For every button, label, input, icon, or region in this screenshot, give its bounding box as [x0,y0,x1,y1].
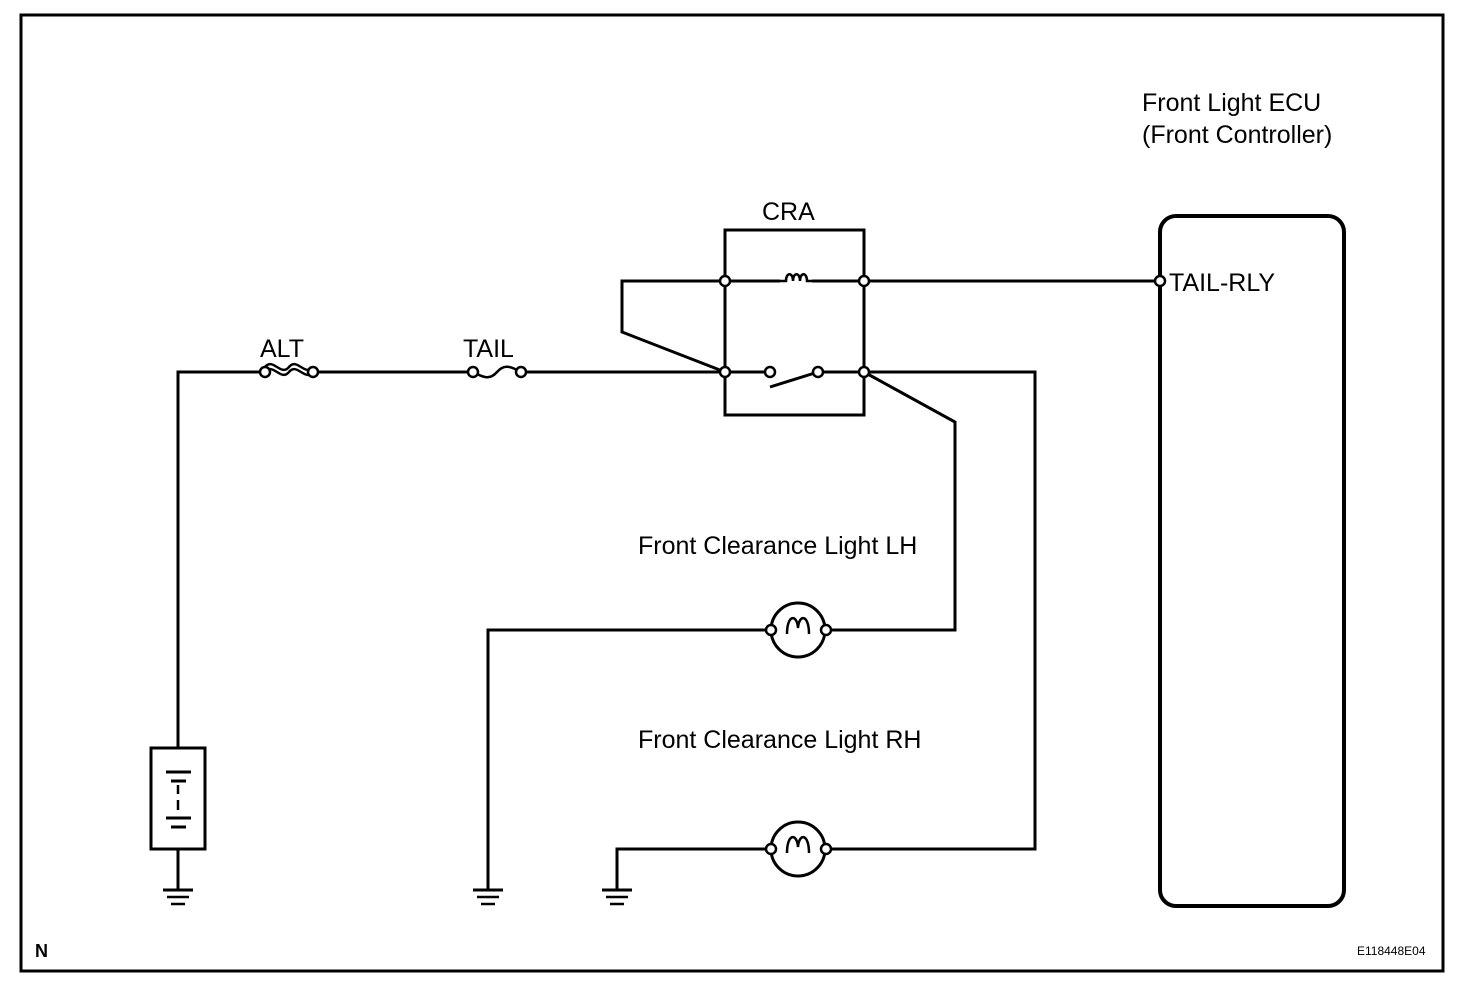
terminal-alt-in [258,365,272,379]
terminal-rh-b [819,842,833,856]
relay-switch-contact [769,370,819,389]
terminal-lh-a [764,623,778,637]
terminal-tail-in [466,365,480,379]
rh-light-label: Front Clearance Light RH [638,726,921,754]
figure-code: E118448E04 [1357,944,1426,958]
battery-icon [149,746,207,851]
lh-bulb-icon [769,601,827,659]
alt-fusible-link-icon [264,367,314,377]
relay-label: CRA [762,198,815,226]
wire-rh-ground [615,847,771,890]
ground-icon-battery [163,888,193,906]
terminal-switch-contact-b [811,365,825,379]
terminal-lh-b [819,623,833,637]
wire-to-rh [826,370,1037,851]
wire-to-lh [826,370,957,632]
terminal-rh-a [764,842,778,856]
ecu-box [1158,214,1346,908]
terminal-ecu-tail-rly [1153,274,1167,288]
tail-fuse-label: TAIL [463,335,514,363]
alt-fuse-label: ALT [260,335,304,363]
diagram-frame [19,13,1445,973]
ecu-title-line2: (Front Controller) [1142,121,1332,149]
rh-bulb-icon [769,820,827,878]
ecu-terminal-label: TAIL-RLY [1169,269,1275,297]
wire-lh-ground [486,628,771,890]
relay-coil-icon [780,273,812,283]
ground-icon-rh [602,888,632,906]
terminal-alt-out [306,365,320,379]
ecu-title-line1: Front Light ECU [1142,89,1321,117]
lh-light-label: Front Clearance Light LH [638,532,917,560]
corner-mark: N [35,941,48,961]
terminal-relay-switch-in [718,365,732,379]
terminal-relay-coil-in [718,274,732,288]
wire-battery-supply [176,370,265,748]
terminal-relay-coil-out [857,274,871,288]
terminal-switch-contact-a [763,365,777,379]
tail-fuse-icon [472,365,522,379]
terminal-tail-out [514,365,528,379]
wire-coil-loop [620,279,726,374]
relay-box [723,228,866,417]
terminal-relay-switch-out [857,365,871,379]
ground-icon-lh [473,888,503,906]
